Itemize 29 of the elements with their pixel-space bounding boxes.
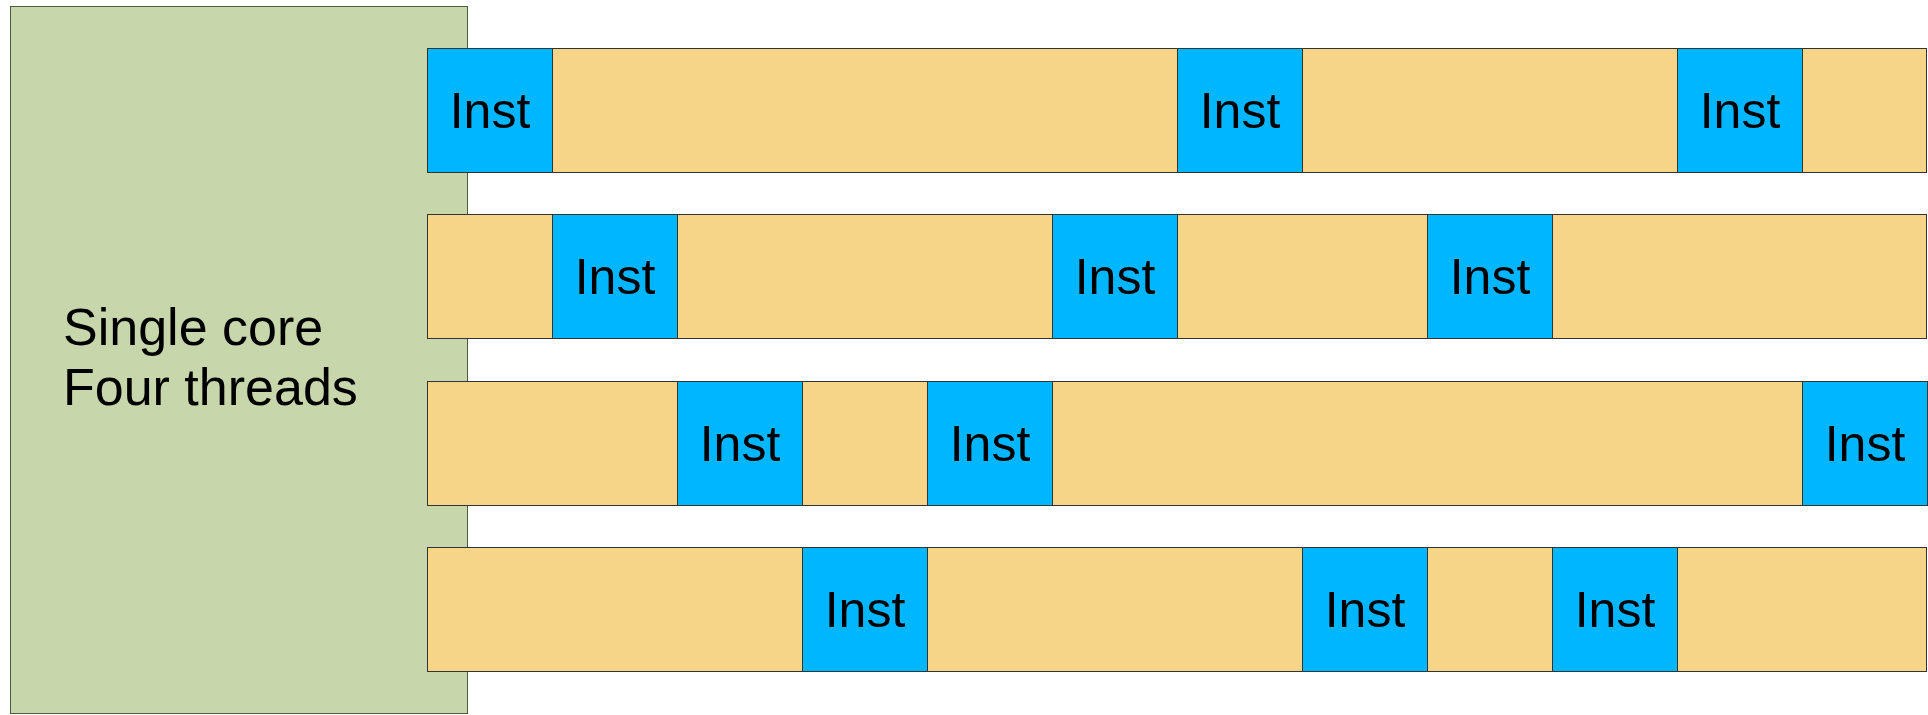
- thread-timeline-bar: [427, 547, 1927, 672]
- instruction-block: [1302, 547, 1428, 672]
- instruction-label: Inst: [1824, 414, 1906, 473]
- instruction-block: [1552, 547, 1678, 672]
- instruction-label: Inst: [1074, 247, 1156, 306]
- instruction-block: [927, 381, 1053, 506]
- instruction-label: Inst: [1449, 247, 1531, 306]
- instruction-block: [677, 381, 803, 506]
- instruction-block: [1677, 48, 1803, 173]
- instruction-label: Inst: [949, 414, 1031, 473]
- instruction-label: Inst: [1574, 580, 1656, 639]
- instruction-label: Inst: [574, 247, 656, 306]
- instruction-block: [802, 547, 928, 672]
- instruction-block: [1802, 381, 1928, 506]
- core-label: Single core Four threads: [63, 297, 359, 417]
- instruction-block: [552, 214, 678, 339]
- thread-timeline-bar: [427, 48, 1927, 173]
- instruction-label: Inst: [1199, 81, 1281, 140]
- instruction-label: Inst: [699, 414, 781, 473]
- instruction-block: [1177, 48, 1303, 173]
- instruction-block: [427, 48, 553, 173]
- thread-timeline-bar: [427, 214, 1927, 339]
- thread-timeline-bar: [427, 381, 1927, 506]
- instruction-block: [1427, 214, 1553, 339]
- instruction-label: Inst: [1324, 580, 1406, 639]
- instruction-block: [1052, 214, 1178, 339]
- instruction-label: Inst: [824, 580, 906, 639]
- instruction-label: Inst: [449, 81, 531, 140]
- instruction-label: Inst: [1699, 81, 1781, 140]
